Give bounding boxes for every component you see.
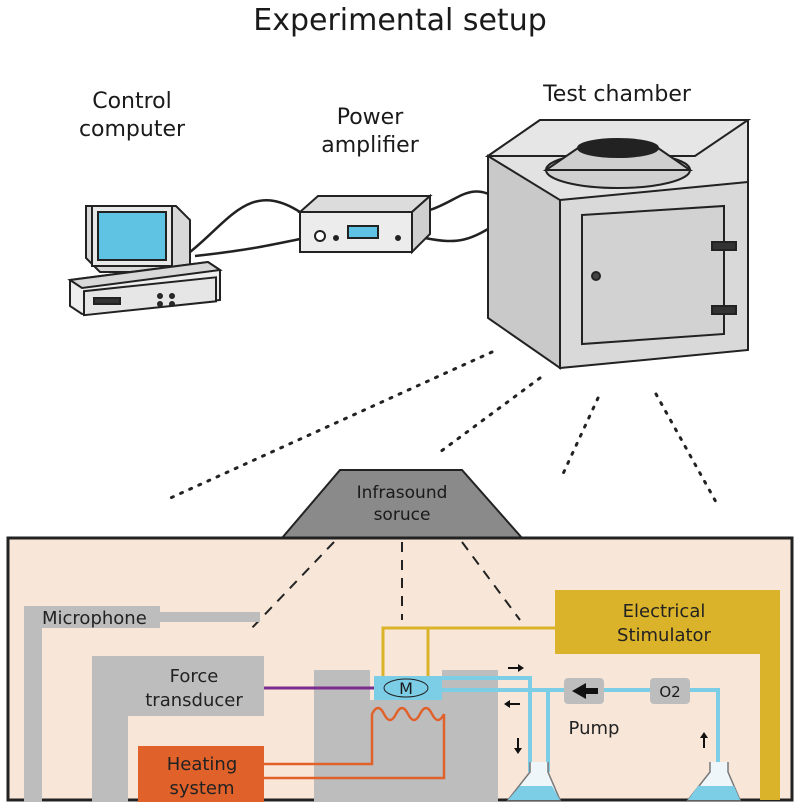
muscle-specimen: M bbox=[374, 676, 442, 700]
infrasound-label-line1: Infrasound bbox=[357, 483, 448, 503]
pump-label: Pump bbox=[569, 718, 620, 739]
infrasound-label-line2: soruce bbox=[374, 505, 431, 525]
heating-system: Heating system bbox=[138, 746, 264, 802]
stimulator-label-line2: Stimulator bbox=[617, 625, 712, 646]
pump: Pump bbox=[564, 678, 619, 739]
infrasound-source: Infrasound soruce bbox=[279, 469, 525, 539]
flow-arrows bbox=[504, 664, 708, 754]
control-computer-label-line2: computer bbox=[79, 117, 186, 142]
computer-screen bbox=[97, 211, 167, 261]
electrical-stimulator: Electrical Stimulator bbox=[555, 590, 780, 800]
muscle-label: M bbox=[399, 679, 413, 698]
power-amplifier bbox=[297, 193, 433, 255]
force-transducer: Force transducer bbox=[92, 656, 264, 802]
microphone: Microphone bbox=[24, 606, 260, 802]
stimulator-wires bbox=[381, 626, 555, 676]
force-transducer-label-line2: transducer bbox=[145, 690, 243, 711]
flask-right bbox=[686, 762, 742, 801]
oxygen-label: O2 bbox=[659, 683, 680, 701]
test-chamber-label: Test chamber bbox=[542, 82, 692, 107]
projection-dotted-lines bbox=[164, 350, 718, 504]
control-computer bbox=[67, 205, 223, 317]
oxygen-source: O2 bbox=[650, 678, 690, 704]
fluid-lines bbox=[442, 676, 720, 772]
microphone-label: Microphone bbox=[42, 608, 147, 629]
stimulator-label-line1: Electrical bbox=[623, 601, 706, 622]
heating-label-line1: Heating bbox=[167, 754, 238, 775]
infrasound-dashed-lines bbox=[249, 541, 521, 631]
power-amplifier-label-line2: amplifier bbox=[321, 133, 419, 158]
heating-coil bbox=[264, 706, 446, 780]
force-transducer-label-line1: Force bbox=[170, 666, 219, 687]
test-chamber bbox=[484, 119, 752, 370]
control-computer-label-line1: Control bbox=[92, 89, 172, 114]
flask-left bbox=[506, 762, 562, 801]
diagram-title: Experimental setup bbox=[253, 3, 547, 38]
power-amplifier-label-line1: Power bbox=[337, 105, 404, 130]
heating-label-line2: system bbox=[169, 778, 234, 799]
